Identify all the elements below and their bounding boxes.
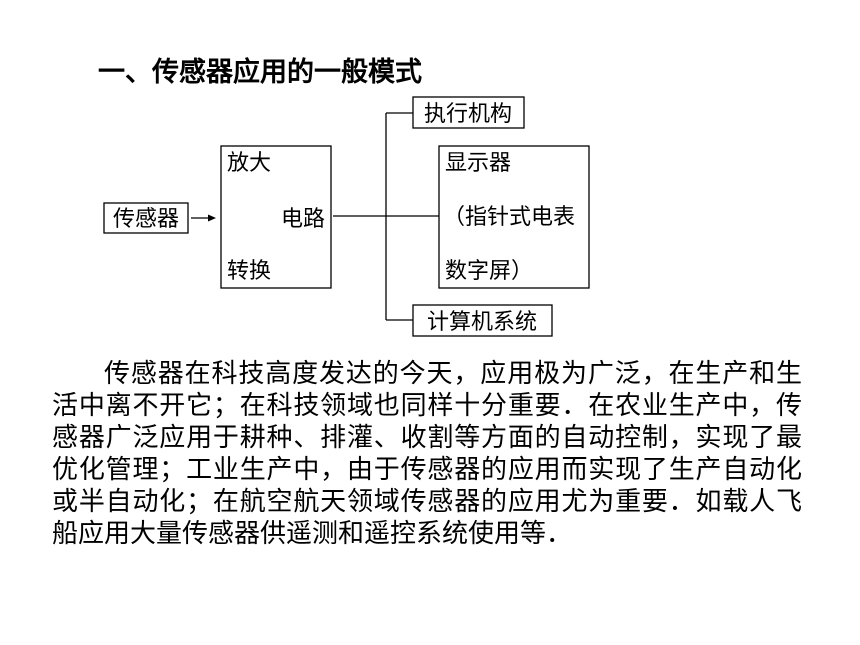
sensor-node: 传感器 (103, 202, 189, 234)
display-label-meter: （指针式电表 (443, 205, 575, 230)
computer-label: 计算机系统 (427, 310, 537, 335)
description-paragraph: 传感器在科技高度发达的今天，应用极为广泛，在生产和生活中离不开它；在科技领域也同… (52, 359, 802, 549)
circuit-label-convert: 转换 (227, 259, 271, 284)
circuit-label-amplify: 放大 (227, 151, 271, 176)
circuit-label-circuit: 电路 (281, 207, 325, 232)
output-connectors (333, 112, 439, 321)
page-title: 一、传感器应用的一般模式 (98, 57, 422, 88)
display-label-title: 显示器 (445, 151, 511, 176)
sensor-application-diagram: 传感器 放大 电路 转换 执行机构 显示器 （指针式电表 数字屏） 计算机系统 (103, 96, 590, 337)
executor-label: 执行机构 (424, 102, 512, 127)
display-label-digital: 数字屏） (445, 259, 533, 284)
sensor-label: 传感器 (113, 207, 179, 232)
sensor-to-circuit-arrow (191, 214, 216, 222)
display-node: 显示器 （指针式电表 数字屏） (438, 145, 590, 289)
computer-node: 计算机系统 (412, 304, 553, 337)
circuit-node: 放大 电路 转换 (220, 145, 332, 289)
executor-node: 执行机构 (412, 96, 525, 129)
